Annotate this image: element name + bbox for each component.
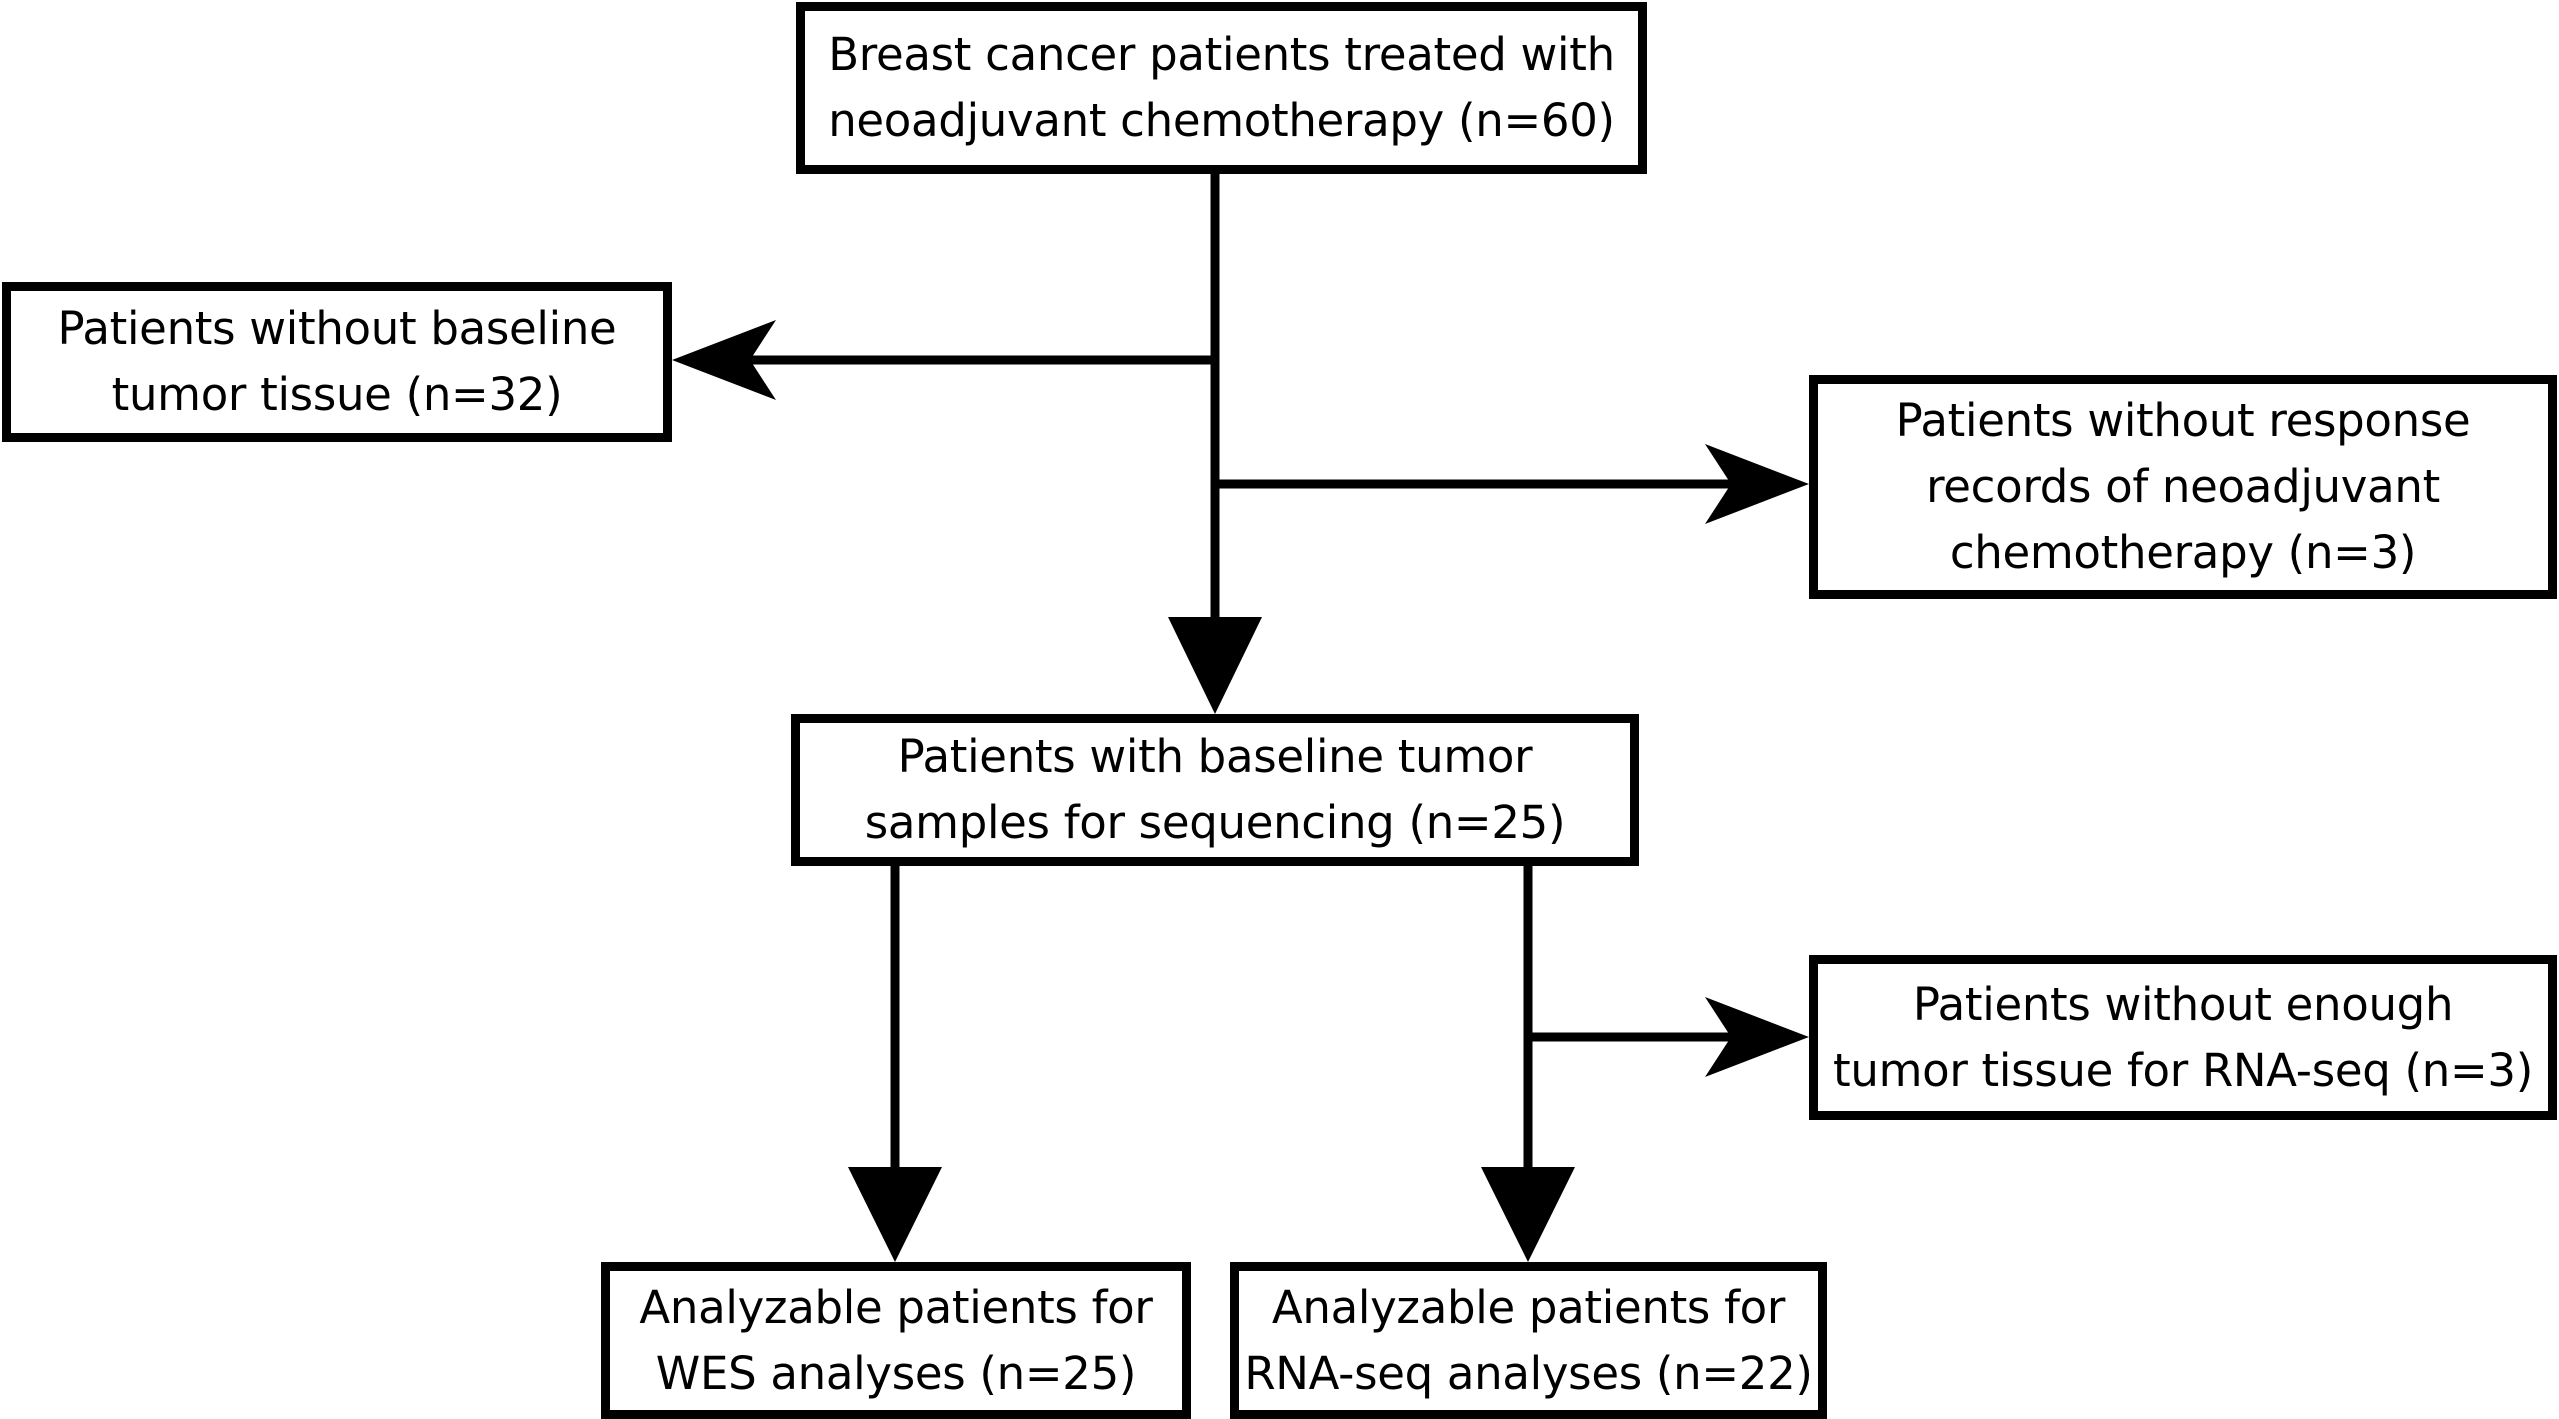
box-rna-analyzable-label: Analyzable patients for RNA-seq analyses…: [1244, 1280, 1813, 1400]
box-excluded-no-response-records-label: Patients without response records of neo…: [1895, 394, 2471, 579]
box-excluded-no-response-records: Patients without response records of neo…: [1809, 375, 2557, 599]
arrow-head-no-tissue: [672, 320, 776, 400]
arrow-head-to-wes: [848, 1167, 942, 1262]
arrow-head-to-rna: [1481, 1167, 1575, 1262]
box-excluded-no-baseline-tissue: Patients without baseline tumor tissue (…: [2, 282, 672, 442]
box-start-population-label: Breast cancer patients treated with neoa…: [828, 28, 1615, 147]
arrow-head-no-rna-tissue: [1705, 997, 1809, 1077]
box-wes-analyzable-label: Analyzable patients for WES analyses (n=…: [639, 1280, 1153, 1400]
box-wes-analyzable: Analyzable patients for WES analyses (n=…: [601, 1262, 1191, 1419]
box-start-population: Breast cancer patients treated with neoa…: [796, 2, 1647, 174]
box-excluded-no-rna-tissue: Patients without enough tumor tissue for…: [1809, 955, 2557, 1120]
box-with-baseline-samples-label: Patients with baseline tumor samples for…: [864, 730, 1566, 849]
box-excluded-no-rna-tissue-label: Patients without enough tumor tissue for…: [1833, 977, 2533, 1097]
arrow-head-to-samples: [1168, 617, 1262, 714]
box-excluded-no-baseline-tissue-label: Patients without baseline tumor tissue (…: [57, 302, 617, 421]
box-rna-analyzable: Analyzable patients for RNA-seq analyses…: [1230, 1262, 1827, 1419]
arrow-head-no-response: [1705, 444, 1809, 524]
box-with-baseline-samples: Patients with baseline tumor samples for…: [791, 714, 1639, 866]
